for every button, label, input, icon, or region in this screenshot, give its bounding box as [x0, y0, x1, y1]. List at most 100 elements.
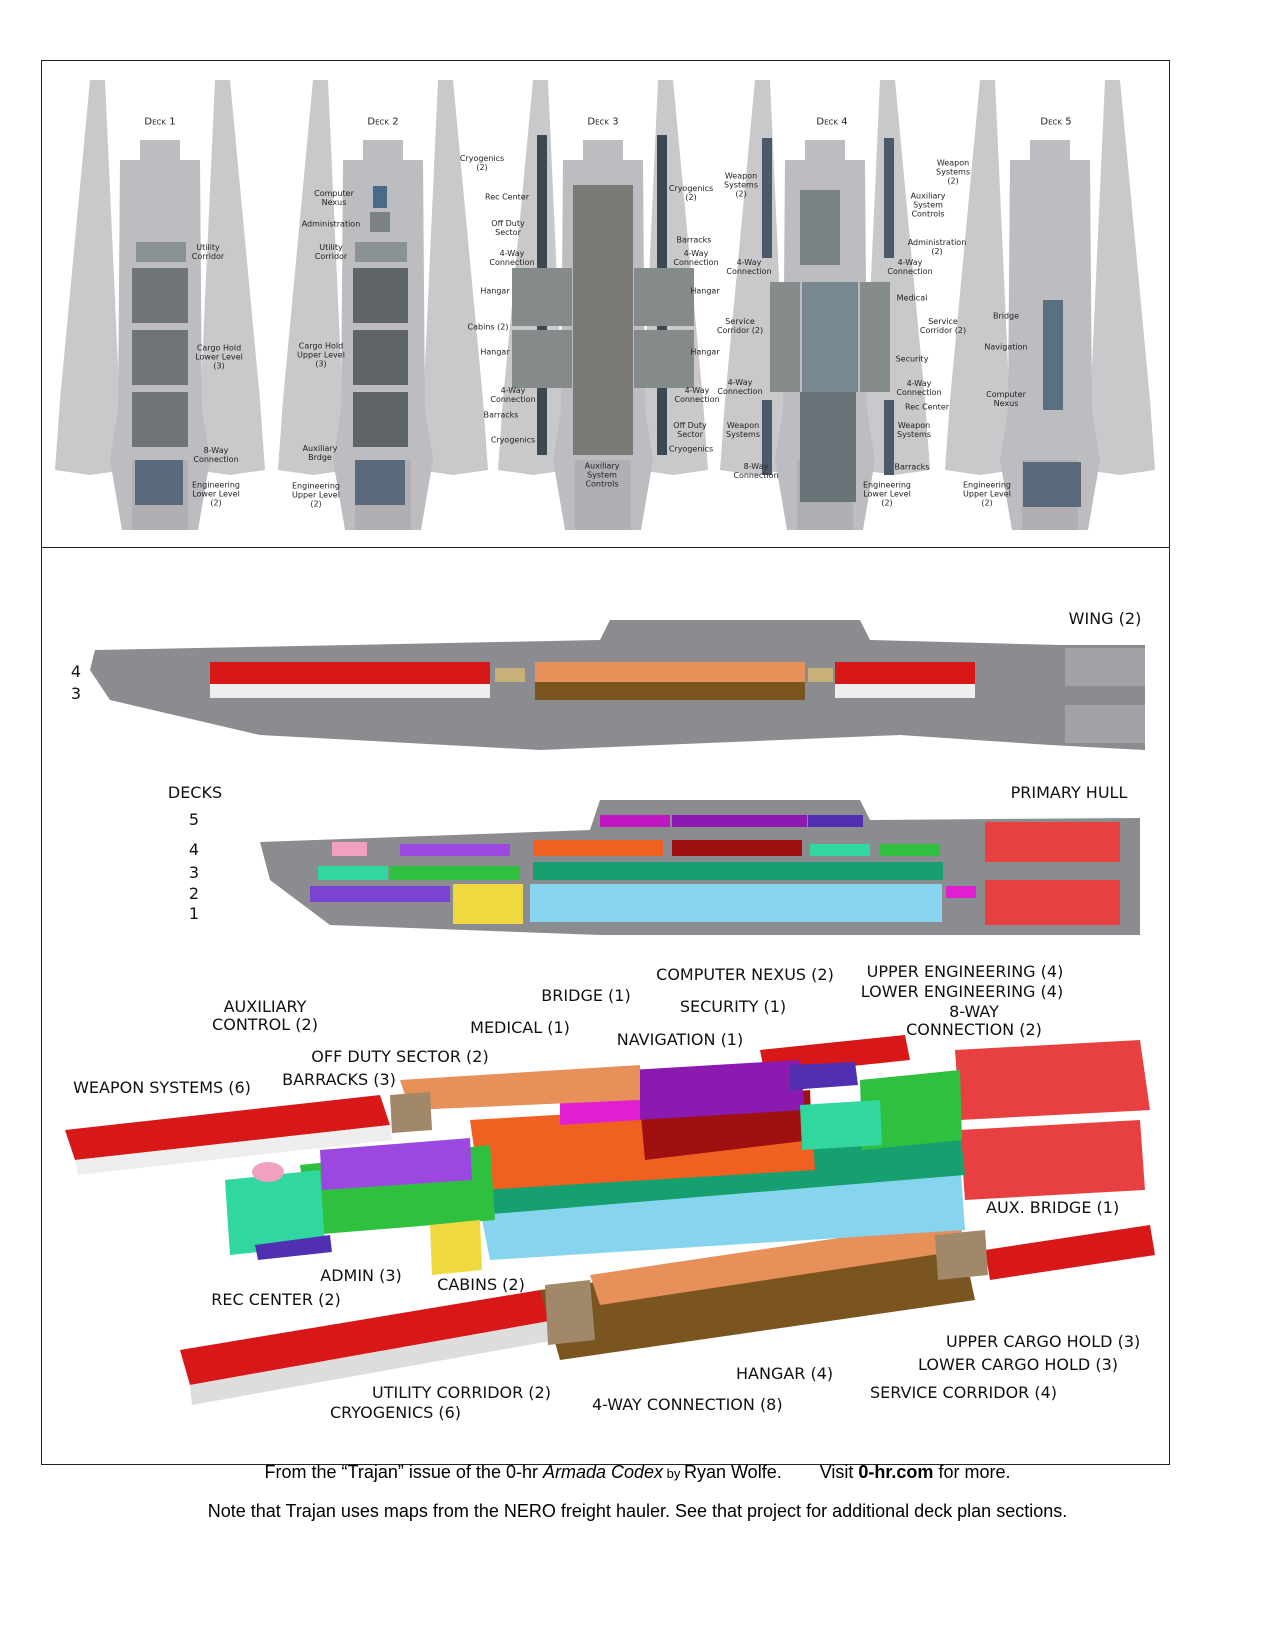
deck-label: 4-Way Connection [896, 379, 942, 397]
hull-deck-number: 2 [188, 884, 200, 903]
hull-deck-number: 5 [188, 810, 200, 829]
legend-upper-engineering: UPPER ENGINEERING (4) [866, 962, 1064, 981]
deck-label: Hangar [480, 347, 510, 357]
footer-credit: From the “Trajan” issue of the 0-hr Arma… [0, 1462, 1275, 1483]
footer-link[interactable]: 0-hr.com [858, 1462, 934, 1482]
deck-label: Computer Nexus [986, 390, 1026, 408]
deck-label: Service Corridor (2) [919, 317, 967, 335]
deck-1-rooms [132, 242, 188, 505]
section-divider [41, 547, 1170, 548]
deck-label: 4-Way Connection [717, 378, 763, 396]
deck-2-title: Deck 2 [367, 116, 399, 128]
wing-deck-number: 3 [70, 684, 82, 703]
deck-label: Rec Center [485, 192, 529, 202]
deck-label: Cryogenics [668, 444, 714, 454]
wing-deck-number: 4 [70, 662, 82, 681]
deck-label: Cargo Hold Upper Level (3) [297, 341, 345, 369]
deck-label: Engineering Upper Level (2) [963, 480, 1011, 508]
deck-label: Engineering Lower Level (2) [863, 480, 911, 508]
primary-hull-side-view [260, 800, 1140, 935]
hull-deck-number: 1 [188, 904, 200, 923]
deck-4-title: Deck 4 [816, 116, 848, 128]
legend-barracks: BARRACKS (3) [282, 1070, 396, 1089]
footer-text: From the “Trajan” issue of the 0-hr [264, 1462, 543, 1482]
deck-label: Barracks [894, 462, 930, 472]
deck-label: Hangar [690, 347, 720, 357]
deck-label: 4-Way Connection [490, 386, 536, 404]
deck-label: Auxiliary Brdge [302, 444, 338, 462]
footer-text: for more. [933, 1462, 1011, 1482]
deck-label: Engineering Upper Level (2) [292, 481, 340, 509]
deck-label: Cryogenics [490, 435, 536, 445]
deck-label: Hangar [690, 286, 720, 296]
legend-weapon-systems: WEAPON SYSTEMS (6) [73, 1078, 251, 1097]
legend-cabins: CABINS (2) [437, 1275, 525, 1294]
deck-5-rooms [1023, 300, 1081, 507]
hull-deck-number: 3 [188, 863, 200, 882]
deck-label: Rec Center [905, 402, 949, 412]
deck-label: Cryogenics (2) [668, 184, 714, 202]
wing-title: WING (2) [1068, 609, 1142, 628]
deck-label: Administration [301, 219, 361, 229]
legend-security: SECURITY (1) [679, 997, 787, 1016]
deck-label: Security [895, 354, 929, 364]
legend-hangar: HANGAR (4) [736, 1364, 834, 1383]
legend-upper-cargo: UPPER CARGO HOLD (3) [946, 1332, 1141, 1351]
legend-cryogenics: CRYOGENICS (6) [330, 1403, 462, 1422]
legend-lower-cargo: LOWER CARGO HOLD (3) [918, 1355, 1118, 1374]
deck-label: Computer Nexus [314, 189, 354, 207]
deck-label: Cryogenics (2) [459, 154, 505, 172]
deck-label: Hangar [480, 286, 510, 296]
footer-title: Armada Codex [542, 1462, 664, 1482]
legend-lower-engineering: LOWER ENGINEERING (4) [860, 982, 1064, 1001]
deck-label: Bridge [992, 311, 1020, 321]
deck-5-title: Deck 5 [1040, 116, 1072, 128]
footer-author: Ryan Wolfe. [684, 1462, 782, 1482]
deck-label: 4-Way Connection [673, 249, 719, 267]
deck-label: 4-Way Connection [489, 249, 535, 267]
deck-label: Utility Corridor [191, 243, 225, 261]
legend-off-duty: OFF DUTY SECTOR (2) [311, 1047, 489, 1066]
legend-utility-corridor: UTILITY CORRIDOR (2) [372, 1383, 551, 1402]
legend-4-way: 4-WAY CONNECTION (8) [592, 1395, 783, 1414]
deck-4-rooms [762, 138, 894, 502]
legend-rec-center: REC CENTER (2) [211, 1290, 341, 1309]
deck-label: Administration (2) [907, 238, 967, 256]
legend-medical: MEDICAL (1) [470, 1018, 570, 1037]
deck-label: Service Corridor (2) [716, 317, 764, 335]
deck-label: Off Duty Sector [491, 219, 525, 237]
footer-text: by [663, 1466, 684, 1481]
deck-3-title: Deck 3 [587, 116, 619, 128]
deck-label: Engineering Lower Level (2) [192, 480, 240, 508]
deck-label: Navigation [984, 342, 1028, 352]
legend-admin: ADMIN (3) [320, 1266, 402, 1285]
hull-deck-number: 4 [188, 840, 200, 859]
deck-label: Weapon Systems [726, 421, 760, 439]
deck-label: Barracks [483, 410, 519, 420]
deck-2-rooms [353, 186, 408, 505]
deck-label: Off Duty Sector [673, 421, 707, 439]
decks-label: DECKS [167, 783, 223, 802]
deck-label: Auxiliary System Controls [584, 461, 620, 489]
legend-aux-bridge: AUX. BRIDGE (1) [986, 1198, 1120, 1217]
deck-label: Utility Corridor [314, 243, 348, 261]
deck-label: 4-Way Connection [674, 386, 720, 404]
deck-label: Cabins (2) [467, 322, 509, 332]
deck-label: 8-Way Connection [193, 446, 239, 464]
legend-computer-nexus: COMPUTER NEXUS (2) [656, 965, 834, 984]
legend-bridge: BRIDGE (1) [541, 986, 631, 1005]
deck-label: Auxiliary System Controls [910, 191, 946, 219]
footer-text: Visit [819, 1462, 859, 1482]
deck-3-rooms [512, 135, 694, 455]
diagram-frame [41, 60, 1170, 1465]
deck-label: 8-Way Connection [733, 462, 779, 480]
deck-label: Medical [896, 293, 928, 303]
deck-label: Weapon Systems (2) [936, 158, 970, 186]
deck-label: Weapon Systems [897, 421, 931, 439]
footer-note: Note that Trajan uses maps from the NERO… [207, 1501, 1068, 1521]
deck-1-title: Deck 1 [144, 116, 176, 128]
legend-aux-control: AUXILIARY CONTROL (2) [212, 997, 318, 1034]
deck-label: Weapon Systems (2) [724, 171, 758, 199]
